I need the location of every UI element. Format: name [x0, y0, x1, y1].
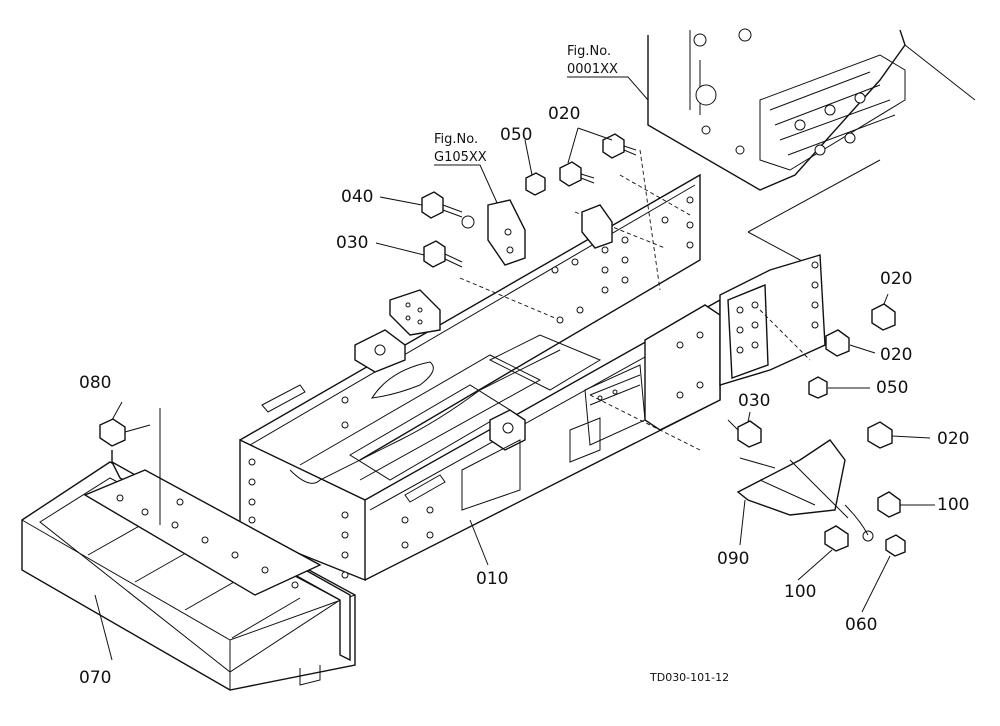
label-020-r1: 020	[880, 269, 912, 289]
clip-bracket	[581, 204, 613, 249]
label-080: 080	[79, 373, 111, 393]
bolt-060	[862, 530, 906, 557]
label-100-b: 100	[784, 582, 816, 602]
nut-050-right	[808, 376, 828, 399]
fig-ref-engine: Fig.No. 0001XX	[567, 44, 649, 101]
label-050-top: 050	[500, 125, 532, 145]
fig-ref-engine-title: Fig.No.	[567, 44, 611, 59]
bolt-100-a	[877, 491, 901, 518]
engine-block	[647, 28, 976, 269]
label-020-r3: 020	[937, 429, 969, 449]
label-050-right: 050	[876, 378, 908, 398]
fig-ref-bracket: Fig.No. G105XX	[434, 132, 499, 206]
label-070: 070	[79, 668, 111, 688]
nut-050-top	[525, 172, 546, 196]
bolt-020-r1	[871, 303, 896, 331]
main-frame-010	[239, 149, 826, 582]
bolt-020-top-b	[559, 161, 595, 187]
label-060: 060	[845, 615, 877, 635]
bolt-020-r2	[825, 329, 850, 357]
bracket-090	[736, 439, 869, 536]
fig-ref-bracket-code: G105XX	[434, 150, 487, 165]
label-030-right: 030	[738, 391, 770, 411]
bolt-030-right	[727, 419, 762, 448]
label-040: 040	[341, 187, 373, 207]
fig-ref-bracket-title: Fig.No.	[434, 132, 478, 147]
label-030-left: 030	[336, 233, 368, 253]
leader-lines	[94, 127, 935, 661]
bolt-100-b	[824, 525, 849, 552]
label-010: 010	[476, 569, 508, 589]
bracket-g105	[461, 199, 526, 266]
fig-ref-engine-code: 0001XX	[567, 62, 618, 77]
bolt-030-left	[423, 240, 463, 268]
label-090: 090	[717, 549, 749, 569]
label-020-r2: 020	[880, 345, 912, 365]
bolt-080	[99, 418, 151, 447]
bolt-020-top-a	[602, 133, 637, 159]
label-020-top: 020	[548, 104, 580, 124]
label-100-a: 100	[937, 495, 969, 515]
drawing-code: TD030-101-12	[649, 671, 729, 684]
bolt-020-r3	[867, 421, 893, 449]
tray-070	[21, 408, 356, 691]
bolt-040	[421, 191, 463, 219]
